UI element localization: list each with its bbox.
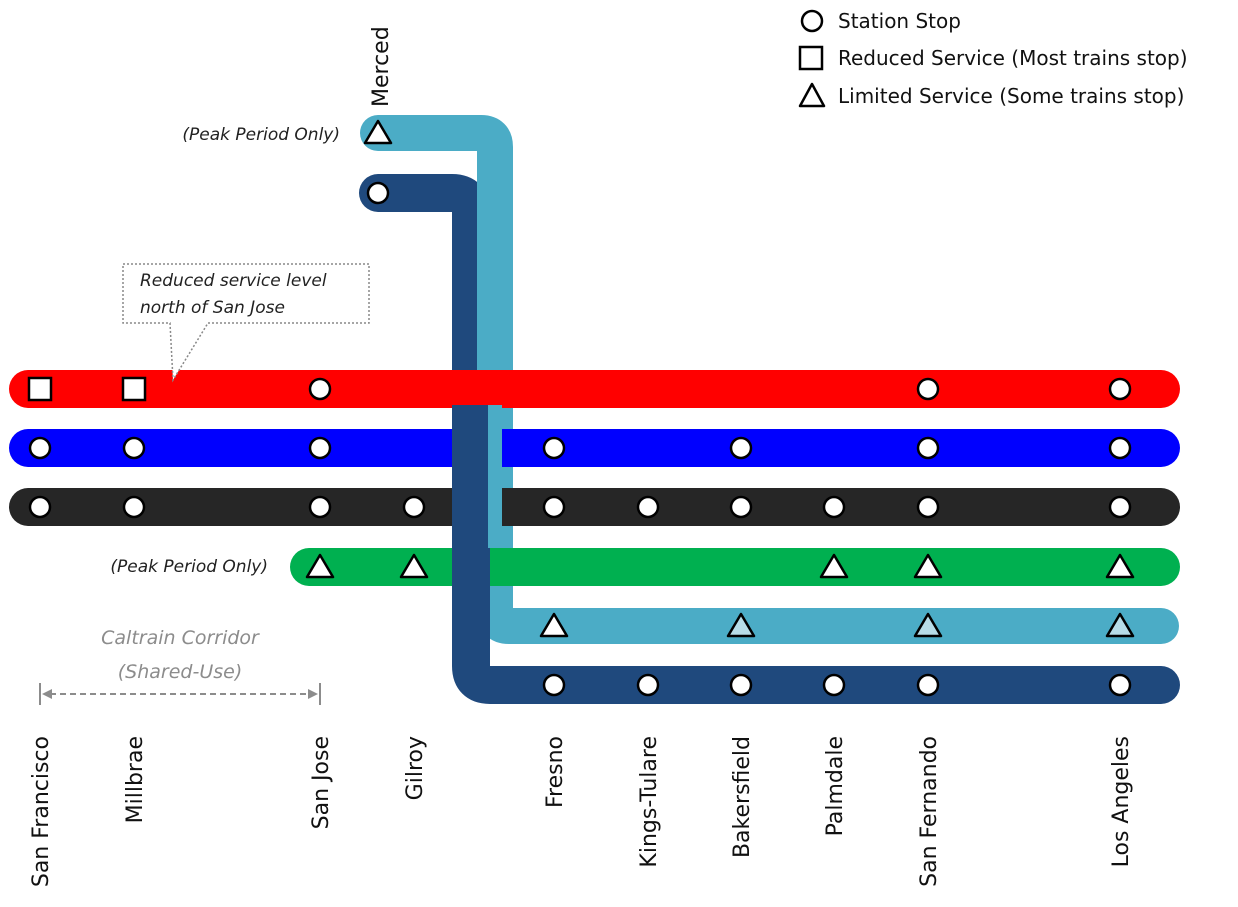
stop-blue-los-angeles-circle	[1108, 436, 1132, 460]
callout-line1: Reduced service level	[140, 271, 327, 291]
stop-dark-blue-kings-tulare-circle	[636, 673, 660, 697]
legend-label-station-stop: Station Stop	[838, 9, 961, 33]
station-label-los-angeles: Los Angeles	[1109, 736, 1134, 867]
station-stops	[27, 119, 1135, 697]
stop-dark-blue-bakersfield-circle	[729, 673, 753, 697]
stop-blue-san-francisco-circle	[28, 436, 52, 460]
stop-green-los-angeles-triangle	[1105, 553, 1135, 579]
stop-light-blue-bakersfield-triangle	[726, 612, 756, 638]
caltrain-line2: (Shared-Use)	[118, 661, 242, 683]
stop-blue-bakersfield-circle	[729, 436, 753, 460]
stop-black-palmdale-circle	[822, 495, 846, 519]
stop-blue-fresno-circle	[542, 436, 566, 460]
stop-dark-blue-merced-circle	[366, 181, 390, 205]
station-label-san-francisco: San Francisco	[29, 736, 54, 887]
stop-red-san-fernando-circle	[916, 377, 940, 401]
stop-black-millbrae-circle	[122, 495, 146, 519]
peak-note-green: (Peak Period Only)	[110, 557, 268, 577]
station-label-palmdale: Palmdale	[823, 736, 848, 836]
stop-green-gilroy-triangle	[399, 553, 429, 579]
station-label-fresno: Fresno	[543, 736, 568, 808]
stop-red-los-angeles-circle	[1108, 377, 1132, 401]
legend-label-reduced-service: Reduced Service (Most trains stop)	[838, 46, 1188, 70]
legend: Station Stop Reduced Service (Most train…	[798, 9, 1188, 108]
stop-blue-san-jose-circle	[308, 436, 332, 460]
caltrain-extent-arrow	[39, 683, 321, 705]
stop-light-blue-fresno-triangle	[539, 612, 569, 638]
stop-dark-blue-fresno-circle	[542, 673, 566, 697]
stop-black-gilroy-circle	[402, 495, 426, 519]
stop-black-kings-tulare-circle	[636, 495, 660, 519]
stop-black-bakersfield-circle	[729, 495, 753, 519]
stop-red-millbrae-square	[121, 376, 147, 402]
callout-bubble: Reduced service level north of San Jose	[122, 263, 370, 383]
stop-black-los-angeles-circle	[1108, 495, 1132, 519]
stop-green-palmdale-triangle	[819, 553, 849, 579]
stop-blue-san-fernando-circle	[916, 436, 940, 460]
stop-blue-millbrae-circle	[122, 436, 146, 460]
callout-line2: north of San Jose	[140, 298, 285, 318]
legend-label-limited-service: Limited Service (Some trains stop)	[838, 84, 1184, 108]
stop-light-blue-san-fernando-triangle	[913, 612, 943, 638]
route-lines	[9, 115, 1180, 704]
station-label-bakersfield: Bakersfield	[730, 736, 755, 858]
station-label-san-fernando: San Fernando	[917, 736, 942, 887]
stop-black-san-francisco-circle	[28, 495, 52, 519]
peak-note-merced: (Peak Period Only)	[182, 125, 340, 145]
stop-dark-blue-san-fernando-circle	[916, 673, 940, 697]
station-label-kings-tulare: Kings-Tulare	[637, 736, 662, 868]
stop-light-blue-los-angeles-triangle	[1105, 612, 1135, 638]
stop-black-san-fernando-circle	[916, 495, 940, 519]
station-label-merced: Merced	[369, 26, 394, 107]
legend-circle-symbol	[800, 9, 824, 33]
stop-green-san-jose-triangle	[305, 553, 335, 579]
stop-green-san-fernando-triangle	[913, 553, 943, 579]
stop-red-san-francisco-square	[27, 376, 53, 402]
stop-black-san-jose-circle	[308, 495, 332, 519]
station-label-san-jose: San Jose	[309, 736, 334, 829]
stop-light-blue-merced-triangle	[363, 119, 393, 145]
stop-dark-blue-palmdale-circle	[822, 673, 846, 697]
caltrain-line1: Caltrain Corridor	[101, 627, 260, 649]
legend-square-symbol	[798, 45, 824, 71]
stop-red-san-jose-circle	[308, 377, 332, 401]
stop-dark-blue-los-angeles-circle	[1108, 673, 1132, 697]
station-label-gilroy: Gilroy	[403, 736, 428, 800]
stop-black-fresno-circle	[542, 495, 566, 519]
station-label-millbrae: Millbrae	[123, 736, 148, 823]
station-labels: San Francisco Millbrae San Jose Gilroy Fresn…	[29, 736, 1134, 887]
legend-triangle-symbol	[798, 82, 826, 108]
